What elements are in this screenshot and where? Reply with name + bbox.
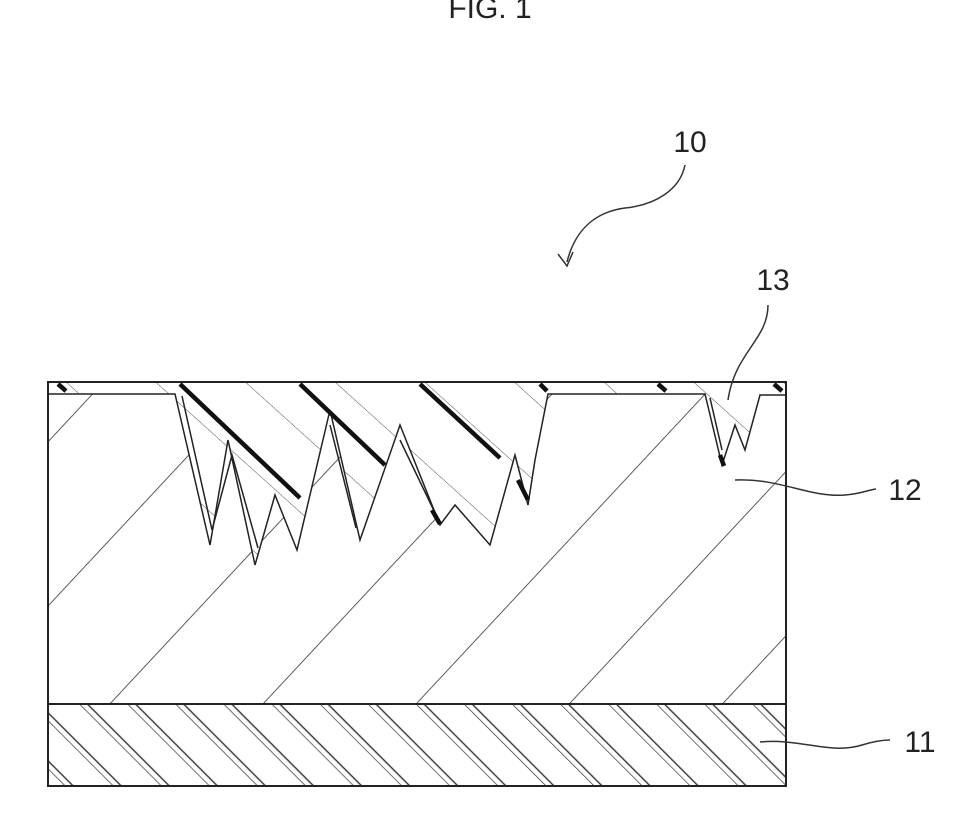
device-arrow bbox=[567, 165, 685, 262]
label-coating: 13 bbox=[756, 264, 789, 297]
label-porous-layer: 12 bbox=[888, 474, 921, 507]
label-device: 10 bbox=[673, 126, 706, 159]
label-base-layer: 11 bbox=[904, 726, 935, 759]
base-layer bbox=[48, 704, 786, 786]
device-arrowhead bbox=[558, 252, 573, 266]
figure-title: FIG. 1 bbox=[448, 0, 531, 25]
